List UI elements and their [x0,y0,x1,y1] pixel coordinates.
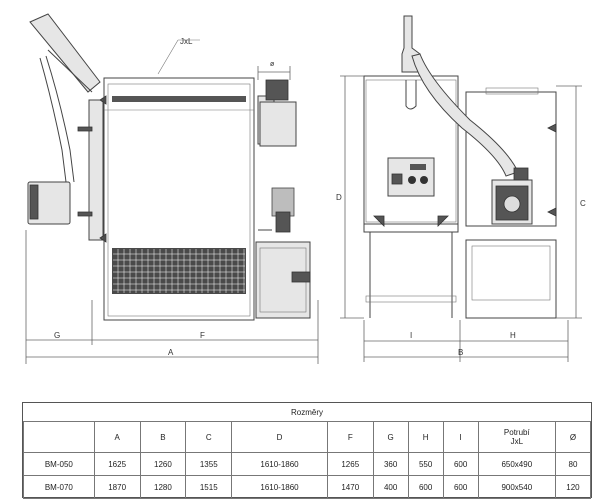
label-h: H [510,331,516,340]
column-header-6: G [372,421,409,453]
table-cell: 550 [407,452,444,476]
side-view: JxL ø [27,13,311,321]
boiler-body [103,77,255,321]
table-cell: 80 [554,452,592,476]
front-door [88,99,104,241]
right-dimensions: I H B D C [336,75,586,362]
table-title: Rozměry [23,403,591,422]
column-header-1: A [93,421,141,453]
table-cell: 1355 [185,452,233,476]
rear-flue [411,53,519,177]
table-cell: 650x490 [477,452,556,476]
label-f: F [200,331,205,340]
rear-body [465,91,557,227]
table-cell: 1265 [326,452,374,476]
table-cell: 1610-1860 [231,475,328,499]
table-cell: 1625 [93,452,141,476]
front-view [363,15,459,318]
column-header-0 [23,421,95,453]
label-jxl: JxL [180,37,193,46]
label-a: A [168,348,174,357]
column-header-7: H [407,421,444,453]
table-cell: 1610-1860 [231,452,328,476]
column-header-10: Ø [554,421,592,453]
label-b: B [458,348,463,357]
label-d: D [336,193,342,202]
column-header-2: B [139,421,187,453]
table-cell: 600 [442,452,479,476]
table-cell: 900x540 [477,475,556,499]
boiler-drawing-svg: JxL ø G F A [25,13,586,364]
table-cell: 120 [554,475,592,499]
table-cell: 1515 [185,475,233,499]
rear-view [411,53,557,319]
table-cell: 400 [372,475,409,499]
top-vent [112,96,246,102]
table-cell: 1280 [139,475,187,499]
column-header-5: F [326,421,374,453]
column-header-8: I [442,421,479,453]
label-g: G [54,331,60,340]
table-cell: BM-070 [23,475,95,499]
hopper-auger [27,13,101,225]
table-cell: 360 [372,452,409,476]
table-cell: BM-050 [23,452,95,476]
technical-drawing: JxL ø G F A [25,13,586,364]
label-c: C [580,199,586,208]
table-cell: 1260 [139,452,187,476]
column-header-3: C [185,421,233,453]
label-i: I [410,331,412,340]
table-cell: 600 [407,475,444,499]
table-cell: 1870 [93,475,141,499]
column-header-4: D [231,421,328,453]
table-cell: 1470 [326,475,374,499]
table-cell: 600 [442,475,479,499]
bottom-vent [112,248,246,294]
label-phi: ø [270,61,275,68]
column-header-9: Potrubí JxL [477,421,556,453]
side-dimensions: G F A [25,230,319,364]
